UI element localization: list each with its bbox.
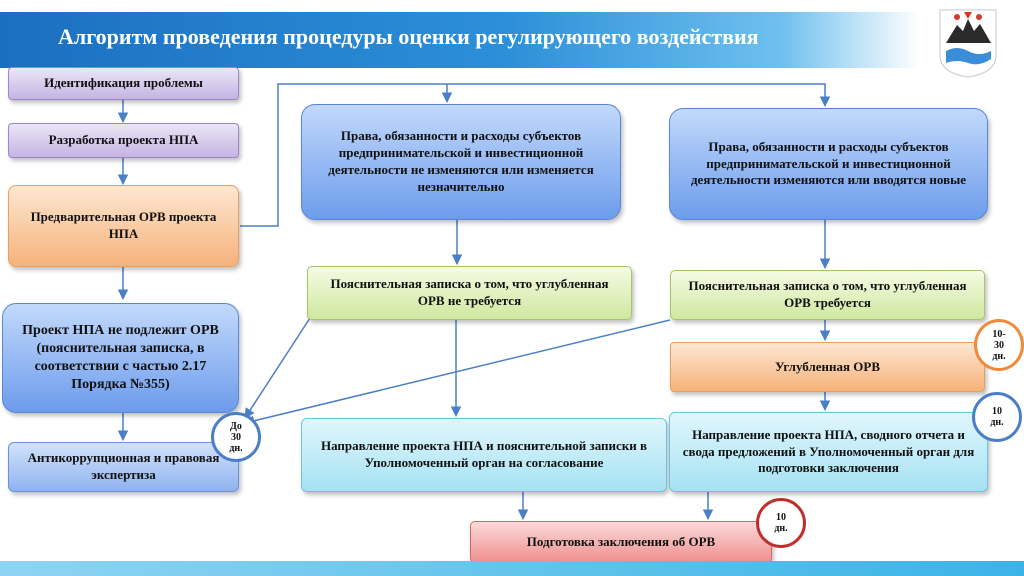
deep-orv-box: Углубленная ОРВ xyxy=(670,342,985,392)
page-title: Алгоритм проведения процедуры оценки рег… xyxy=(58,24,759,49)
not-subject-orv-box: Проект НПА не подлежит ОРВ (пояснительна… xyxy=(2,303,239,413)
badge-up-to-30-days: До 30 дн. xyxy=(211,412,261,462)
note-required-box: Пояснительная записка о том, что углубле… xyxy=(670,270,985,320)
send-report-box: Направление проекта НПА, сводного отчета… xyxy=(669,412,988,492)
send-project-box: Направление проекта НПА и пояснительной … xyxy=(301,418,667,492)
badge-10-days-conclusion: 10 дн. xyxy=(756,498,806,548)
rights-unchanged-box: Права, обязанности и расходы субъектов п… xyxy=(301,104,621,220)
volcano-emblem-icon xyxy=(939,9,997,78)
footer-bar xyxy=(0,561,1024,576)
rights-changed-box: Права, обязанности и расходы субъектов п… xyxy=(669,108,988,220)
anticorruption-expertise-box: Антикоррупционная и правовая экспертиза xyxy=(8,442,239,492)
draft-npa-box: Разработка проекта НПА xyxy=(8,123,239,158)
conclusion-box: Подготовка заключения об ОРВ xyxy=(470,521,772,563)
badge-10-30-days: 10- 30 дн. xyxy=(974,319,1024,371)
title-bar xyxy=(0,12,920,68)
identify-problem-box: Идентификация проблемы xyxy=(8,67,239,100)
prelim-orv-box: Предварительная ОРВ проекта НПА xyxy=(8,185,239,267)
note-not-required-box: Пояснительная записка о том, что углубле… xyxy=(307,266,632,320)
badge-10-days-report: 10 дн. xyxy=(972,392,1022,442)
